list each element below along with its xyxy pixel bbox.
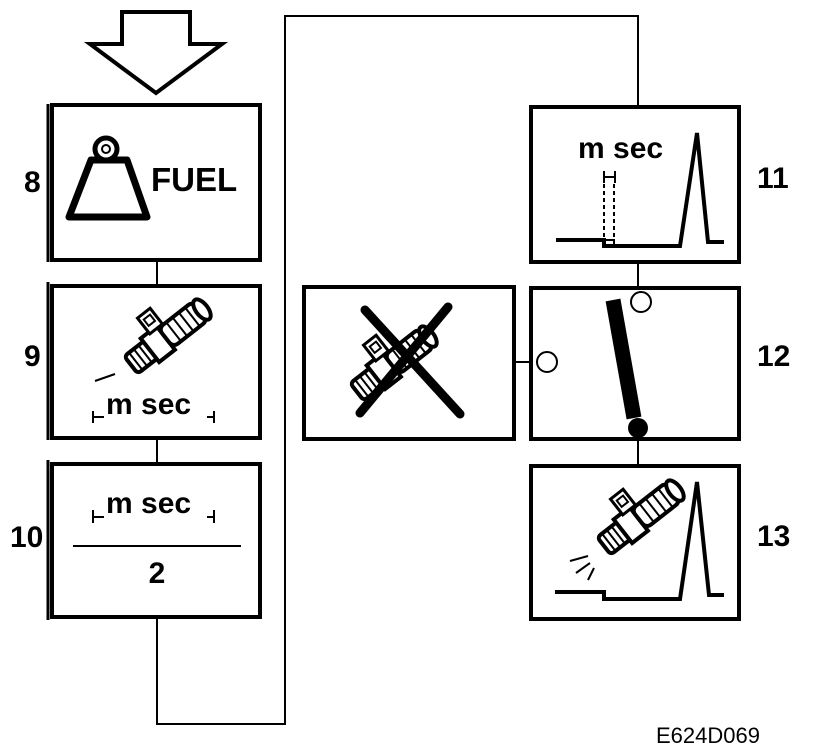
- step-10-numerator: m sec: [106, 487, 191, 520]
- step-10-number: 10: [10, 521, 43, 554]
- pulse-width-marker: [92, 411, 215, 423]
- step-13-box: [529, 464, 741, 621]
- step-12-box: [529, 286, 741, 441]
- step-8-number: 8: [24, 166, 41, 199]
- fuel-weight-icon: [65, 135, 151, 221]
- step-9-text: m sec: [106, 388, 191, 421]
- side-box: [302, 285, 516, 441]
- step-8-box: FUEL: [46, 103, 262, 262]
- step-13-number: 13: [757, 520, 790, 553]
- figure-code: E624D069: [656, 723, 760, 748]
- open-switch-icon: [605, 291, 652, 438]
- step-9-number: 9: [24, 340, 41, 373]
- step-8-text: FUEL: [151, 161, 237, 198]
- step-9-box: m sec: [46, 282, 262, 440]
- injector-crossed-out-icon: [349, 302, 465, 419]
- injector-spray-waveform-icon: [555, 478, 724, 601]
- step-11-box: m sec: [529, 105, 741, 264]
- step-10-box: m sec 2: [46, 460, 262, 620]
- entry-arrow-icon: [83, 10, 229, 96]
- injector-icon: [123, 297, 213, 375]
- connection-wires: [156, 15, 639, 725]
- step-10-denominator: 2: [149, 557, 166, 590]
- pulse-width-marker: [92, 510, 215, 523]
- step-12-number: 12: [757, 340, 790, 373]
- step-11-number: 11: [757, 162, 789, 195]
- switch-contact: [536, 351, 558, 373]
- step-11-text: m sec: [578, 132, 663, 165]
- pulse-waveform-icon: [556, 132, 724, 248]
